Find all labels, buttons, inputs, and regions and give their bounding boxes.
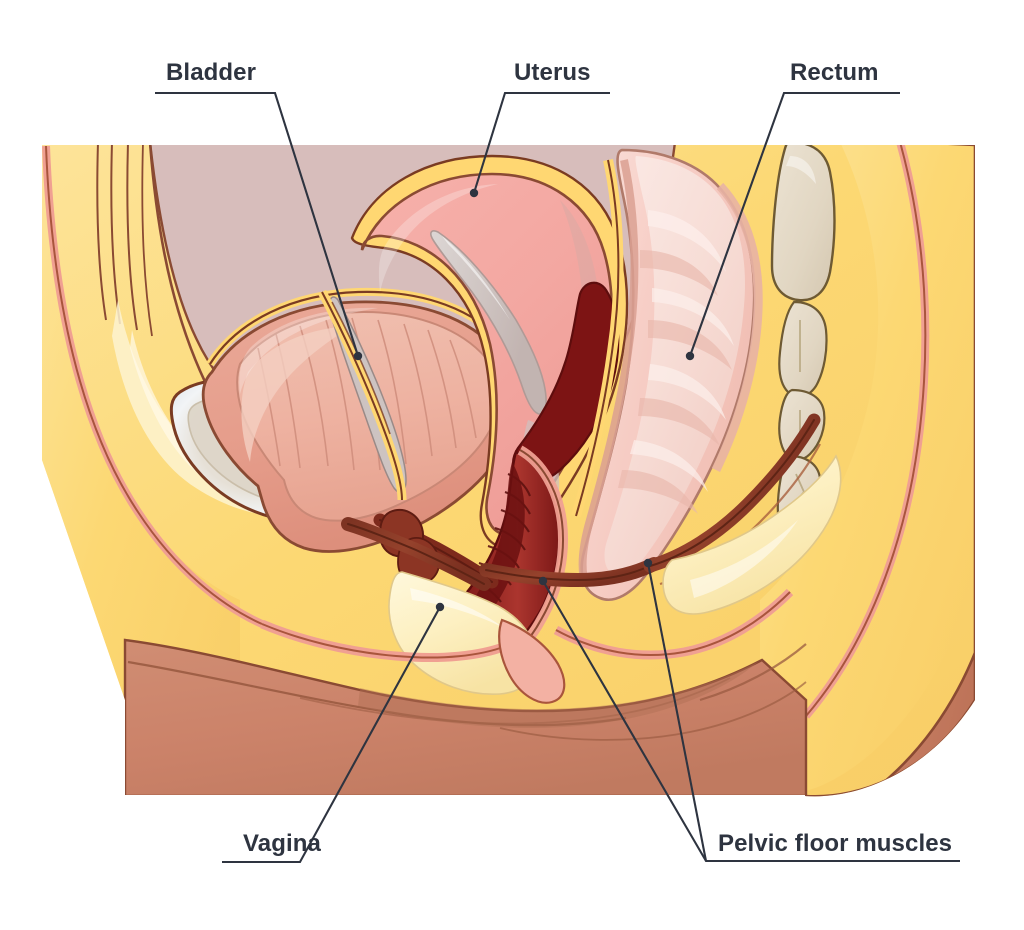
abdominal-wall-fat-left — [42, 145, 240, 796]
label-vagina: Vagina — [243, 830, 322, 857]
groin-shadow — [358, 662, 758, 728]
leader-dot-vagina — [435, 602, 445, 612]
introitus — [498, 618, 566, 704]
pelvic-floor-band-middle-outline — [485, 563, 655, 582]
label-pelvic-floor-muscles: Pelvic floor muscles — [718, 830, 952, 857]
uterus-highlight — [378, 184, 498, 292]
annotation-pelvic-floor-muscles[interactable]: Pelvic floor muscles — [538, 558, 960, 863]
leader-line-uterus — [472, 91, 610, 194]
ischiorectal-fat-right — [662, 454, 842, 615]
sacrum-highlight — [786, 156, 816, 184]
label-bladder: Bladder — [166, 59, 256, 86]
leader-line-vagina — [222, 606, 441, 864]
skin-edge-left-outline — [45, 145, 263, 625]
gluteal-fold — [699, 643, 807, 702]
leader-line-rectum — [689, 91, 900, 357]
rectum-fold-highlights — [630, 210, 734, 492]
rectum-mucosa — [604, 156, 745, 577]
perineum-wall-left-outline — [261, 623, 507, 659]
annotation-vagina[interactable]: Vagina — [222, 602, 445, 864]
broad-ligament-inner — [331, 301, 391, 435]
uterine-cavity-sheen — [442, 236, 510, 320]
rectum-posterior-wall — [711, 182, 763, 472]
uterine-cavity — [430, 230, 547, 415]
ischiorectal-fat-right-highlight — [690, 520, 798, 598]
bladder-serosa-outline — [209, 290, 507, 365]
thigh-crease-lines — [127, 660, 807, 741]
pelvic-floor-band-anterior-outline — [347, 523, 485, 585]
leader-dot-rectum — [685, 351, 695, 361]
bladder-highlight — [239, 307, 378, 394]
label-uterus: Uterus — [514, 59, 591, 86]
anatomy-body-group — [42, 145, 975, 797]
leader-dot-pelvic-floor-a — [538, 576, 548, 586]
abdominal-fascia-lines — [96, 145, 153, 337]
bladder-trigone-shade — [241, 326, 352, 462]
rectum — [571, 148, 763, 601]
rectum-anterior-border — [578, 159, 639, 588]
ischiorectal-fat — [388, 571, 537, 695]
leader-dot-pelvic-floor-b — [643, 558, 653, 568]
rectum-folds — [618, 250, 732, 514]
annotation-uterus[interactable]: Uterus — [469, 59, 610, 198]
skin-edge-right-outline — [805, 145, 927, 717]
leader-line-bladder — [155, 91, 360, 357]
annotation-bladder[interactable]: Bladder — [155, 59, 363, 361]
broad-ligament-outline — [321, 291, 403, 501]
sacrum — [770, 145, 836, 302]
label-rectum: Rectum — [790, 59, 879, 86]
pelvic-floor-band-posterior-outline — [649, 419, 815, 567]
leader-dot-bladder — [353, 351, 363, 361]
annotation-rectum[interactable]: Rectum — [685, 59, 900, 361]
ischiorectal-fat-highlight — [410, 588, 504, 628]
annotation-layer: Bladder Uterus Rectum Vagina Pelvic floo… — [155, 59, 960, 864]
leader-dot-uterus — [469, 188, 479, 198]
thigh-skin — [123, 638, 808, 797]
rectouterine-serosa-outline — [575, 159, 620, 517]
perineum-wall-right-outline — [555, 591, 791, 657]
leader-line-pelvic-floor-b — [646, 562, 708, 862]
